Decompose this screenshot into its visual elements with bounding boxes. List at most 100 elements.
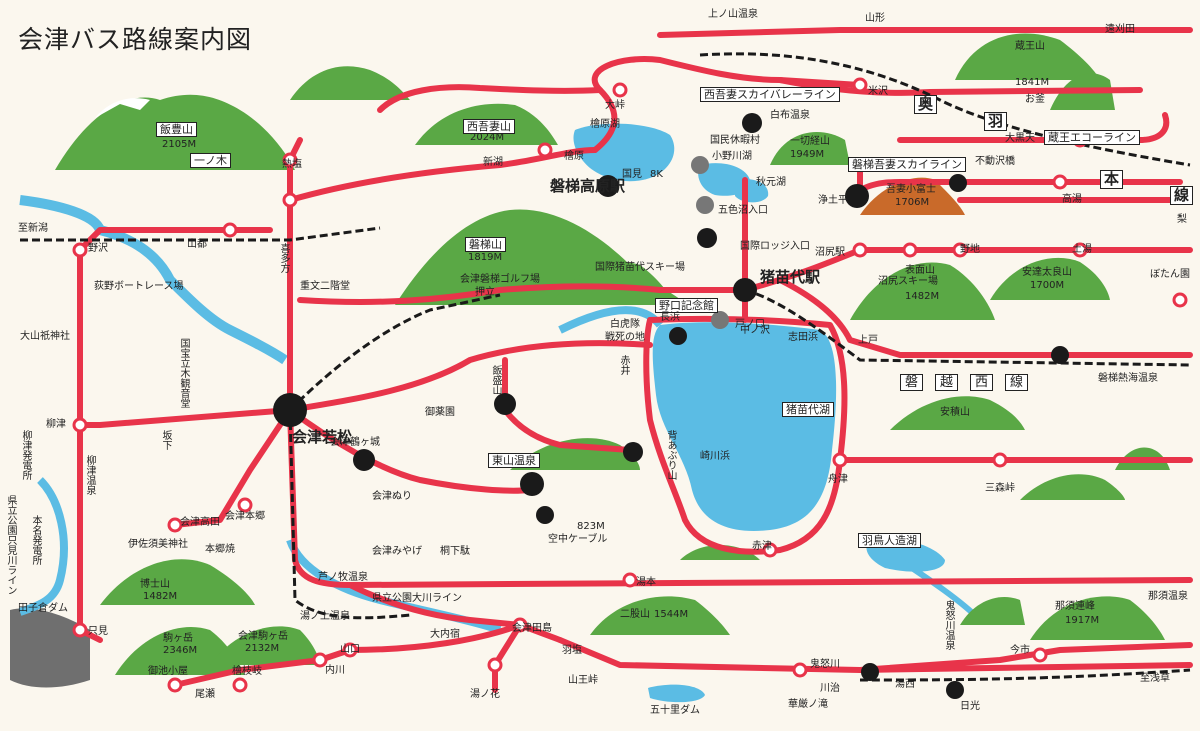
river-tadami (98, 225, 288, 365)
route-hibara-yonezawa (591, 56, 863, 153)
label-futamata: 二股山 (620, 609, 650, 620)
label-ouchi: 大内宿 (430, 629, 460, 640)
label-tadami: 只見 (88, 626, 108, 637)
label-ou: 奥 (914, 95, 938, 114)
label-mitsumori: 三森峠 (985, 483, 1015, 494)
label-bandai-kogen: 磐梯高原駅 (550, 177, 626, 195)
mtn-futamata (590, 596, 730, 635)
label-kinugawa: 鬼怒川 (810, 659, 840, 670)
river-agano (19, 195, 105, 233)
stop-seabu (623, 442, 643, 462)
mtn-nasu2 (960, 597, 1025, 625)
rail-aizu (288, 409, 411, 620)
label-sakashita: 坂下 (160, 430, 171, 450)
label-cable: 空中ケーブル (548, 534, 608, 545)
label-yunokami: 湯ノ上温泉 (300, 611, 350, 622)
route-tajima (347, 582, 563, 643)
mtn-azumakofuji (860, 177, 965, 215)
stop-nagahama (669, 327, 687, 345)
label-nashi: 梨 (1177, 214, 1187, 225)
label-kenritsu: 県立公園只見川ライン (5, 495, 16, 595)
label-hibara: 檜原 (564, 151, 584, 162)
label-kanondo: 国宝立木観音堂 (178, 338, 189, 408)
label-kawaji: 川治 (820, 683, 840, 694)
label-skyvalley: 西吾妻スカイバレーライン (700, 87, 840, 102)
label-adatara-alt: 1700M (1030, 280, 1065, 291)
mtn-adatara (990, 257, 1110, 300)
label-onogawa: 小野川湖 (712, 151, 752, 162)
route-wakamatsu-takada (172, 407, 293, 528)
label-iidesan: 飯豊山 (156, 122, 197, 137)
label-skyline: 磐梯吾妻スカイライン (848, 157, 966, 172)
label-uchikawa: 内川 (325, 665, 345, 676)
route-kitakata-hibara (287, 147, 598, 203)
label-byakko2: 戦死の地 (605, 332, 645, 343)
label-takayu: 高湯 (1062, 194, 1082, 205)
label-sugame: 駒ヶ岳 (163, 633, 193, 644)
label-kunimi: 国見 (622, 169, 642, 180)
label-kitakata: 喜多方 (278, 243, 289, 273)
rail-tadami-line (288, 293, 501, 412)
route-kinugawa (857, 642, 1193, 673)
label-aizu-takada: 会津高田 (180, 517, 220, 528)
label-inawashiro-ko: 猪苗代湖 (782, 402, 834, 417)
label-isasumi: 伊佐須美神社 (128, 539, 188, 550)
label-oyama: 大山祇神社 (20, 331, 70, 342)
stop-goshiki2 (691, 156, 709, 174)
label-aizu-nuri: 会津ぬり (372, 491, 412, 502)
mtn-nasu (1030, 596, 1165, 640)
label-aizu-wakamatsu: 会津若松 (292, 428, 353, 446)
label-okama: お釜 (1025, 94, 1045, 105)
label-nagahama: 長浜 (660, 312, 680, 323)
stop-nikko (946, 681, 964, 699)
label-nasu-onsen: 那須温泉 (1148, 591, 1188, 602)
label-tsuruga: 会津鶴ヶ城 (330, 437, 380, 448)
rail-banetsu-east (744, 288, 1191, 367)
label-nasu-alt: 1917M (1065, 615, 1100, 626)
label-sannouge: 山王峠 (568, 675, 598, 686)
mtn-bandai2 (550, 261, 675, 305)
label-yanaizu: 柳津 (46, 419, 66, 430)
stop-noguchi (711, 311, 729, 329)
label-shirabu: 白布温泉 (770, 110, 810, 121)
label-iimoriyama: 飯盛山 (490, 365, 501, 395)
label-futamata-alt: 1544M (654, 609, 689, 620)
mtn-hakase (100, 559, 255, 605)
lake-hibara (573, 123, 675, 182)
mtn-aizukoma (210, 626, 320, 665)
label-azumakofuji-alt: 1706M (895, 197, 930, 208)
label-imaichi: 今市 (1010, 645, 1030, 656)
label-akatsu: 赤津 (752, 541, 772, 552)
label-hakase-alt: 1482M (143, 591, 178, 602)
route-higashiyama (287, 407, 533, 494)
label-kinugawa-onsen: 鬼怒川温泉 (943, 600, 954, 650)
label-tonoguchi: 戸ノ口 (735, 319, 765, 330)
label-kaminoyama: 上ノ山温泉 (708, 9, 758, 20)
label-bandai-golf: 会津磐梯ゴルフ場 (460, 274, 540, 285)
label-ogino: 荻野ボートレース場 (94, 281, 184, 292)
label-adatara: 安達太良山 (1022, 267, 1072, 278)
label-yumoto: 湯本 (636, 577, 656, 588)
mtn-zao (955, 33, 1100, 80)
label-asakusa: 至浅草 (1140, 673, 1170, 684)
stop-higashiyama (520, 472, 544, 496)
route-iimori (502, 357, 633, 453)
label-oshidari: 押立 (475, 287, 495, 298)
mtn-yasumi (890, 396, 1025, 430)
label-nishiazuma-alt: 2024M (470, 132, 505, 143)
label-daikokuten: 大黒天 (1005, 133, 1035, 144)
label-yanaizu-hatsuden: 柳津発電所 (20, 430, 31, 480)
label-shinko: 新湖 (483, 157, 503, 168)
label-kokusai: 国際ロッジ入口 (740, 241, 810, 252)
label-honmyo: 本名発電所 (30, 515, 41, 565)
label-zao-eco: 蔵王エコーライン (1044, 130, 1140, 145)
rail-tobu (859, 668, 1191, 682)
stop-kamido (1051, 346, 1069, 364)
rail-lines (20, 52, 1191, 682)
label-nikko: 日光 (960, 701, 980, 712)
stop-jodo (949, 174, 967, 192)
mtn-north1 (290, 66, 410, 100)
map-title: 会津バス路線案内図 (18, 25, 253, 54)
label-issaikyo: 一切経山 (790, 136, 830, 147)
label-higashiyama: 東山温泉 (488, 453, 540, 468)
